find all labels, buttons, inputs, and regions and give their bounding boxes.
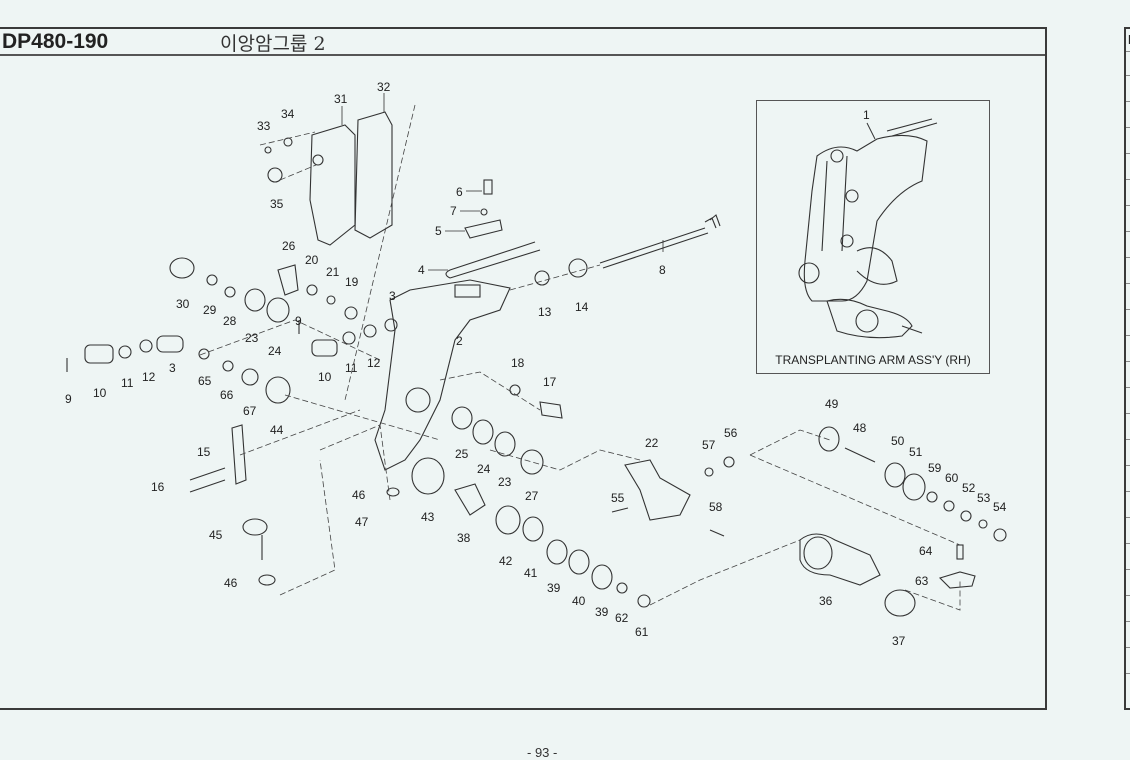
callout-39a: 39: [547, 581, 561, 595]
callout-21: 21: [326, 265, 340, 279]
callout-13: 13: [538, 305, 552, 319]
callout-2: 2: [456, 334, 463, 348]
callout-60: 60: [945, 471, 959, 485]
callout-20: 20: [305, 253, 319, 267]
callout-29: 29: [203, 303, 217, 317]
callout-45: 45: [209, 528, 223, 542]
callout-35: 35: [270, 197, 284, 211]
callout-49: 49: [825, 397, 839, 411]
callout-9b: 9: [65, 392, 72, 406]
callout-67: 67: [243, 404, 257, 418]
callout-63: 63: [915, 574, 929, 588]
callout-3b: 3: [169, 361, 176, 375]
callout-54: 54: [993, 500, 1007, 514]
callout-6: 6: [456, 185, 463, 199]
callout-44: 44: [270, 423, 284, 437]
callout-37: 37: [892, 634, 906, 648]
callout-32: 32: [377, 80, 391, 94]
callout-42: 42: [499, 554, 513, 568]
callout-41: 41: [524, 566, 538, 580]
callout-30: 30: [176, 297, 190, 311]
page-title: 이앙암그룹 2: [220, 33, 326, 55]
callout-1: 1: [863, 108, 870, 122]
callout-24b: 24: [477, 462, 491, 476]
callout-4: 4: [418, 263, 425, 277]
callout-47: 47: [355, 515, 369, 529]
callout-5: 5: [435, 224, 442, 238]
callout-18: 18: [511, 356, 525, 370]
callout-65: 65: [198, 374, 212, 388]
callout-34: 34: [281, 107, 295, 121]
callout-25: 25: [455, 447, 469, 461]
inset-assembly-view: 1 TRANSPLANTING ARM ASS'Y (RH): [756, 100, 990, 374]
inset-caption: TRANSPLANTING ARM ASS'Y (RH): [775, 353, 971, 367]
callout-10a: 10: [93, 386, 107, 400]
part-35-plug: [267, 167, 283, 183]
callout-11a: 11: [121, 376, 134, 390]
callout-56: 56: [724, 426, 738, 440]
callout-59: 59: [928, 461, 942, 475]
callout-51: 51: [909, 445, 923, 459]
parts-list-panel: F: [1124, 27, 1130, 710]
part-2-arm: [374, 279, 511, 471]
callout-38: 38: [457, 531, 471, 545]
callout-57: 57: [702, 438, 716, 452]
callout-27: 27: [525, 489, 539, 503]
callout-23b: 23: [498, 475, 512, 489]
callout-39b: 39: [595, 605, 609, 619]
callout-50: 50: [891, 434, 905, 448]
callout-15: 15: [197, 445, 211, 459]
callout-10b: 10: [318, 370, 332, 384]
parts-list-header: F: [1128, 32, 1130, 47]
callout-46b: 46: [224, 576, 238, 590]
callout-53: 53: [977, 491, 991, 505]
callout-8: 8: [659, 263, 666, 277]
callout-48: 48: [853, 421, 867, 435]
callout-66: 66: [220, 388, 234, 402]
callout-19: 19: [345, 275, 359, 289]
callout-14: 14: [575, 300, 589, 314]
callout-16: 16: [151, 480, 165, 494]
callout-12a: 12: [142, 370, 156, 384]
callout-22: 22: [645, 436, 659, 450]
page-number: - 93 -: [527, 745, 558, 760]
model-number: DP480-190: [2, 30, 109, 53]
callout-61: 61: [635, 625, 649, 639]
diagram-frame: DP480-190 이앙암그룹 2: [0, 27, 1047, 710]
callout-31: 31: [334, 92, 348, 106]
callout-33: 33: [257, 119, 271, 133]
callout-7: 7: [450, 204, 457, 218]
callout-12b: 12: [367, 356, 381, 370]
callout-40: 40: [572, 594, 586, 608]
callout-24a: 24: [268, 344, 282, 358]
callout-62: 62: [615, 611, 629, 625]
callout-64: 64: [919, 544, 933, 558]
callout-52: 52: [962, 481, 976, 495]
callout-46a: 46: [352, 488, 366, 502]
callout-43: 43: [421, 510, 435, 524]
callout-17: 17: [543, 375, 557, 389]
callout-23a: 23: [245, 331, 259, 345]
part-31-cover: [309, 124, 356, 246]
callout-26: 26: [282, 239, 296, 253]
callout-58: 58: [709, 500, 723, 514]
page-header: DP480-190 이앙암그룹 2: [0, 29, 1045, 56]
part-32-gasket: [354, 111, 393, 239]
callout-9a: 9: [295, 314, 302, 328]
callout-28: 28: [223, 314, 237, 328]
callout-55: 55: [611, 491, 625, 505]
callout-3a: 3: [389, 289, 396, 303]
assembly-illustration: 1: [798, 108, 938, 339]
callout-11b: 11: [345, 361, 358, 375]
callout-36: 36: [819, 594, 833, 608]
